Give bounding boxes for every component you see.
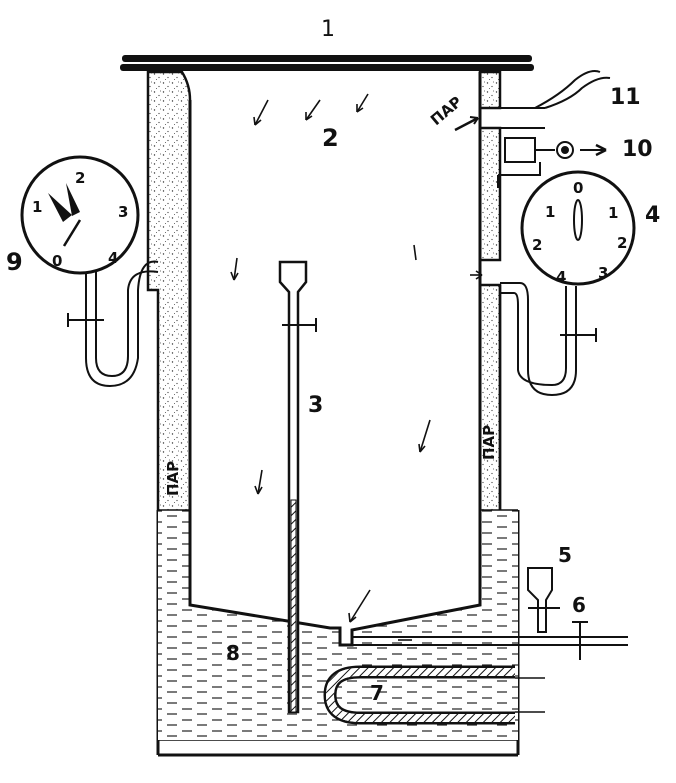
label-3: 3 xyxy=(308,393,323,418)
label-7: 7 xyxy=(370,681,384,705)
water-reservoir xyxy=(158,510,518,740)
label-8: 8 xyxy=(226,641,240,665)
right-gauge-num-4: 4 xyxy=(556,268,566,286)
label-11: 11 xyxy=(610,85,641,110)
right-gauge-num-5: 1 xyxy=(545,203,555,221)
steam-flow-arrows xyxy=(230,93,483,641)
left-gauge-num-3: 3 xyxy=(118,203,128,221)
right-pressure-gauge: 0 1 2 3 4 1 2 xyxy=(500,170,636,397)
steam-word-left: ПАР xyxy=(164,461,182,496)
right-jacket-wall xyxy=(478,70,502,110)
right-gauge-num-6: 2 xyxy=(532,236,542,254)
label-6: 6 xyxy=(572,593,586,617)
label-2: 2 xyxy=(322,124,339,152)
drain-pipe xyxy=(352,621,628,660)
figure-number: 1 xyxy=(321,17,335,42)
water-level-cup xyxy=(527,567,560,633)
inner-chamber-bottom xyxy=(188,600,482,647)
right-gauge-num-0: 0 xyxy=(573,179,583,197)
right-jacket-wall-mid xyxy=(478,126,502,262)
right-gauge-num-2: 2 xyxy=(617,234,627,252)
left-gauge-num-1: 1 xyxy=(32,198,42,216)
steam-word-inlet: ПАР xyxy=(427,93,466,129)
label-4: 4 xyxy=(645,203,660,228)
steam-word-right: ПАР xyxy=(480,425,498,460)
label-5: 5 xyxy=(558,543,572,567)
left-jacket-wall xyxy=(146,70,192,522)
steam-inlet-assembly xyxy=(454,70,611,188)
thermometer xyxy=(278,260,317,714)
left-pressure-gauge: 0 1 2 3 4 xyxy=(20,155,159,388)
heating-coil xyxy=(323,665,545,725)
left-gauge-num-0: 0 xyxy=(52,252,62,270)
left-gauge-num-2: 2 xyxy=(75,169,85,187)
label-9: 9 xyxy=(6,248,23,276)
right-gauge-num-1: 1 xyxy=(608,204,618,222)
lid xyxy=(120,55,534,71)
left-gauge-num-4: 4 xyxy=(108,249,118,267)
label-10: 10 xyxy=(622,137,653,162)
right-gauge-num-3: 3 xyxy=(598,264,608,282)
